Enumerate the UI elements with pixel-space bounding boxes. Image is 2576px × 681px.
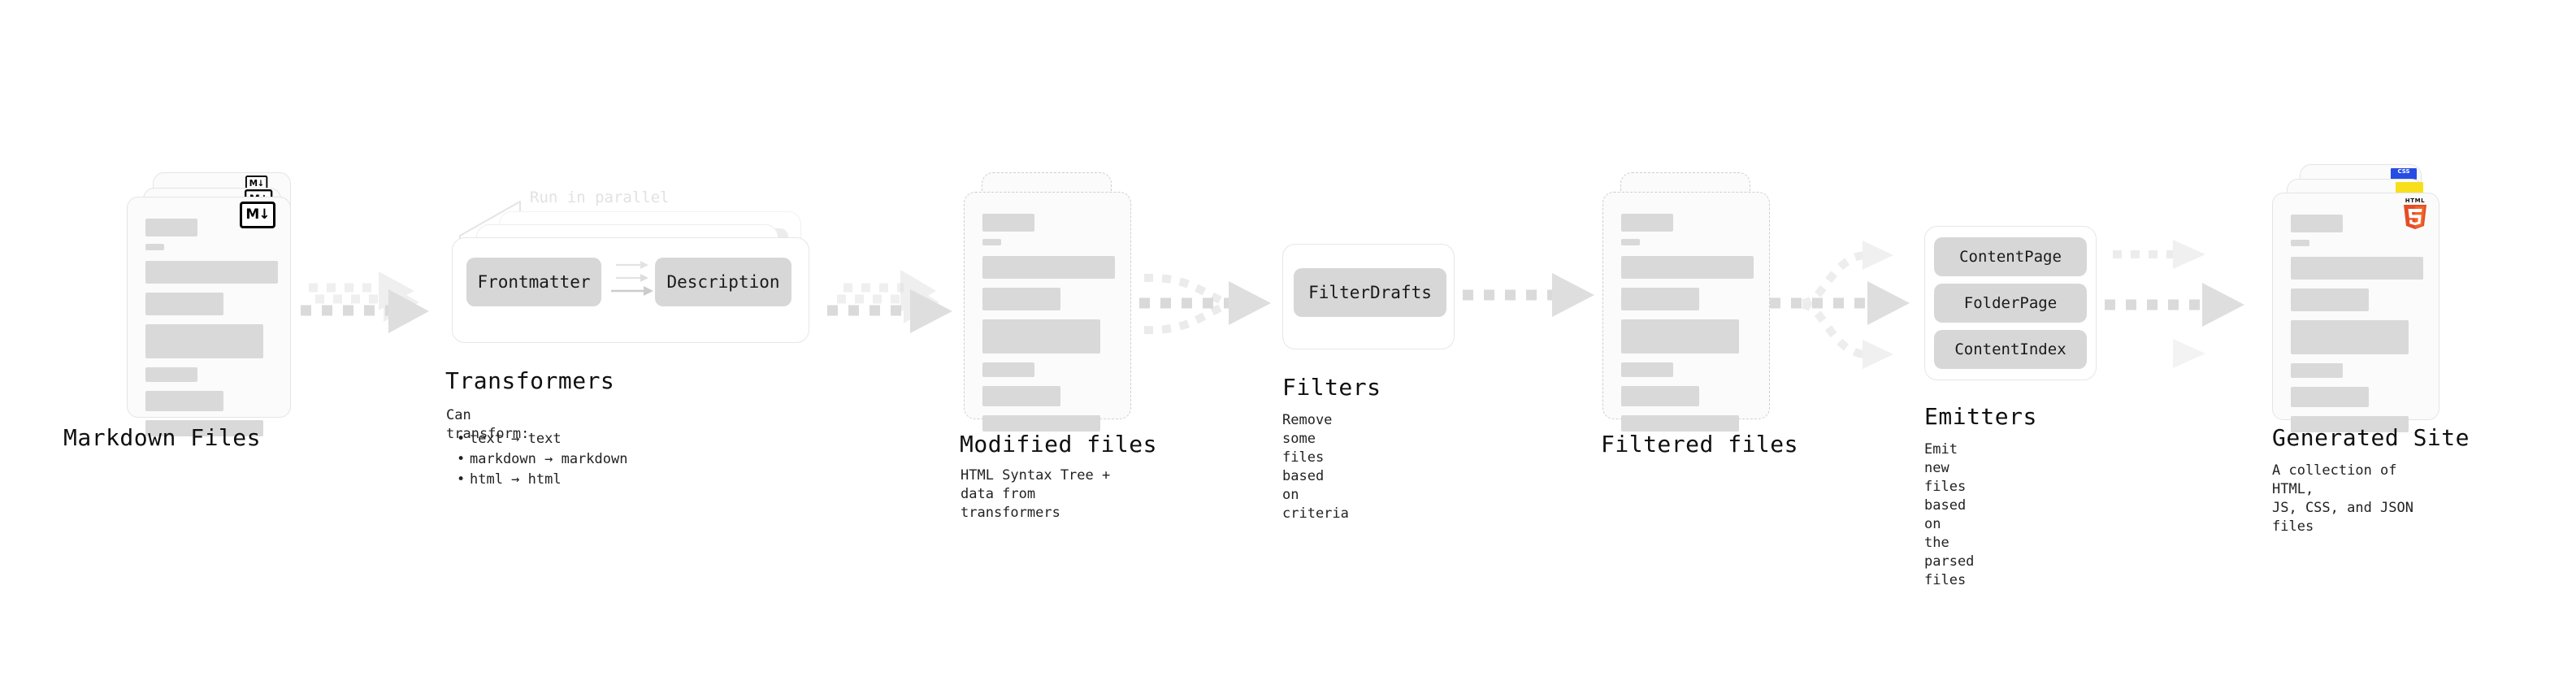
html5-badge: HTML xyxy=(2404,197,2426,229)
subtitle-transformers: Can transform: xyxy=(446,407,530,442)
stage-filtered-files: Filtered files xyxy=(1599,172,1798,458)
label-markdown-files: Markdown Files xyxy=(63,424,262,451)
stage-modified-files: Modified files HTML Syntax Tree + data f… xyxy=(960,172,1157,521)
connector-modified-to-filters xyxy=(1139,273,1271,335)
connector-emitters-to-site xyxy=(2105,240,2244,368)
doc-card-front xyxy=(964,192,1131,432)
bullet-item: •markdown → markdown xyxy=(457,451,628,467)
chip-frontmatter[interactable]: Frontmatter xyxy=(466,258,601,306)
subtitle-modified-files: HTML Syntax Tree + data from transformer… xyxy=(961,467,1111,521)
bullet-text: html → html xyxy=(470,471,562,488)
generated-site-stack: CSS HTML xyxy=(2244,156,2439,432)
subtitle-emitters: Emit new files based on the parsed files xyxy=(1924,441,1975,588)
connector-md-to-transformers xyxy=(301,271,429,333)
doc-skeleton-lines xyxy=(2273,193,2439,440)
transformer-bullets: •text → text •markdown → markdown •html … xyxy=(457,429,627,490)
css-badge: CSS xyxy=(2391,168,2417,180)
label-generated-site: Generated Site xyxy=(2272,424,2470,451)
stage-markdown-files: M↓ M↓ M↓ Ma xyxy=(63,163,309,451)
label-filtered-files: Filtered files xyxy=(1601,431,1799,458)
bullet-text: text → text xyxy=(470,431,562,447)
chip-folderpage[interactable]: FolderPage xyxy=(1934,284,2087,323)
doc-skeleton-lines xyxy=(965,193,1130,439)
html5-badge-word: HTML xyxy=(2405,197,2425,204)
label-transformers: Transformers xyxy=(445,367,615,394)
label-emitters: Emitters xyxy=(1924,403,2037,430)
label-modified-files: Modified files xyxy=(960,431,1158,458)
chip-description[interactable]: Description xyxy=(655,258,791,306)
modified-file-stack xyxy=(961,172,1139,432)
connector-filtered-to-emitters xyxy=(1770,241,1910,369)
chip-contentpage[interactable]: ContentPage xyxy=(1934,237,2087,276)
subtitle-filters: Remove some files based on criteria xyxy=(1282,412,1349,522)
label-run-in-parallel: Run in parallel xyxy=(530,189,670,206)
chip-contentindex[interactable]: ContentIndex xyxy=(1934,330,2087,369)
bullet-text: markdown → markdown xyxy=(470,451,628,467)
label-filters: Filters xyxy=(1282,374,1381,401)
doc-card-front-html xyxy=(2272,193,2439,432)
subtitle-generated-site: A collection of HTML, JS, CSS, and JSON … xyxy=(2272,462,2413,535)
filtered-file-stack xyxy=(1599,172,1778,432)
connector-transformers-to-modified xyxy=(827,270,952,333)
markdown-file-stack: M↓ M↓ M↓ xyxy=(122,163,309,436)
connector-filters-to-filtered xyxy=(1463,273,1594,317)
doc-card-front xyxy=(127,197,291,436)
markdown-badge-letter-front: M xyxy=(245,206,259,223)
stage-generated-site: CSS HTML xyxy=(2244,156,2470,535)
bullet-item: •text → text xyxy=(457,431,562,447)
css-badge-text: CSS xyxy=(2397,168,2410,175)
chip-filterdrafts[interactable]: FilterDrafts xyxy=(1294,268,1446,317)
markdown-badge-letter: M xyxy=(249,178,258,189)
doc-card-front xyxy=(1602,192,1770,432)
bullet-item: •html → html xyxy=(457,471,562,488)
doc-skeleton-lines xyxy=(128,197,290,444)
doc-skeleton-lines xyxy=(1603,193,1769,439)
markdown-badge: M↓ xyxy=(240,202,275,228)
